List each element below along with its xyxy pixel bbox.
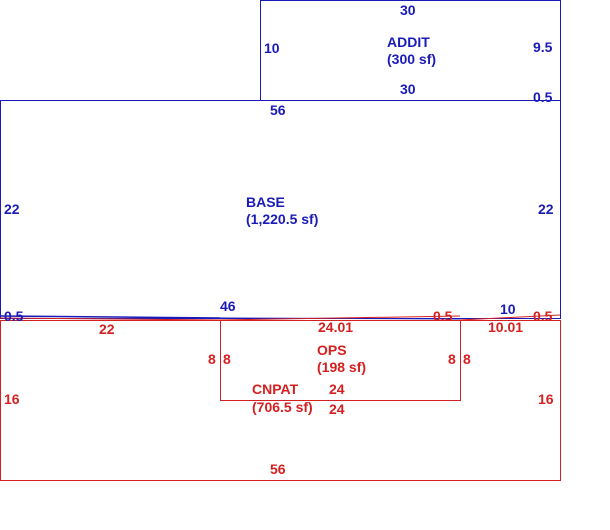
dim-red-step-right: 0.5 bbox=[533, 308, 553, 324]
dim-base-right: 22 bbox=[538, 201, 554, 217]
cnpat-name: CNPAT bbox=[252, 381, 299, 397]
base-name: BASE bbox=[246, 194, 285, 210]
dim-cnpat-right: 16 bbox=[538, 391, 554, 407]
dim-cnpat-top-right: 10.01 bbox=[488, 319, 523, 335]
dim-ops-bottom: 24 bbox=[329, 381, 345, 397]
dim-red-step-mid: 0.5 bbox=[433, 308, 453, 324]
dim-ops-left-outer: 8 bbox=[208, 351, 216, 367]
dim-cnpat-inner-bottom: 24 bbox=[329, 401, 345, 417]
base-bottom-slope-line bbox=[0, 315, 221, 319]
dim-base-bottom-mid: 46 bbox=[220, 298, 236, 314]
dim-cnpat-left: 16 bbox=[4, 391, 20, 407]
ops-outline bbox=[220, 320, 461, 401]
dim-ops-top: 24.01 bbox=[318, 319, 353, 335]
ops-area: (198 sf) bbox=[317, 359, 366, 375]
cnpat-area: (706.5 sf) bbox=[252, 399, 313, 415]
dim-base-left: 22 bbox=[4, 201, 20, 217]
dim-cnpat-bottom: 56 bbox=[270, 461, 286, 477]
dim-ops-right-inner: 8 bbox=[448, 351, 456, 367]
dim-addit-left: 10 bbox=[264, 40, 280, 56]
cnpat-top-slope-line-mid bbox=[219, 315, 461, 321]
addit-name: ADDIT bbox=[387, 34, 430, 50]
dim-base-bottom-right: 10 bbox=[500, 301, 516, 317]
ops-name: OPS bbox=[317, 342, 347, 358]
dim-addit-right-step: 0.5 bbox=[533, 89, 553, 105]
base-area: (1,220.5 sf) bbox=[246, 211, 318, 227]
cnpat-top-slope-line bbox=[0, 317, 221, 321]
dim-cnpat-top-left: 22 bbox=[99, 321, 115, 337]
dim-addit-right: 9.5 bbox=[533, 39, 553, 55]
cnpat-top-slope-line-right bbox=[459, 314, 561, 321]
dim-base-left-step: 0.5 bbox=[4, 308, 24, 324]
dim-ops-right-outer: 8 bbox=[463, 351, 471, 367]
dim-addit-top: 30 bbox=[400, 2, 416, 18]
dim-addit-bottom: 30 bbox=[400, 81, 416, 97]
dim-base-top: 56 bbox=[270, 102, 286, 118]
dim-ops-left-inner: 8 bbox=[223, 351, 231, 367]
addit-area: (300 sf) bbox=[387, 51, 436, 67]
